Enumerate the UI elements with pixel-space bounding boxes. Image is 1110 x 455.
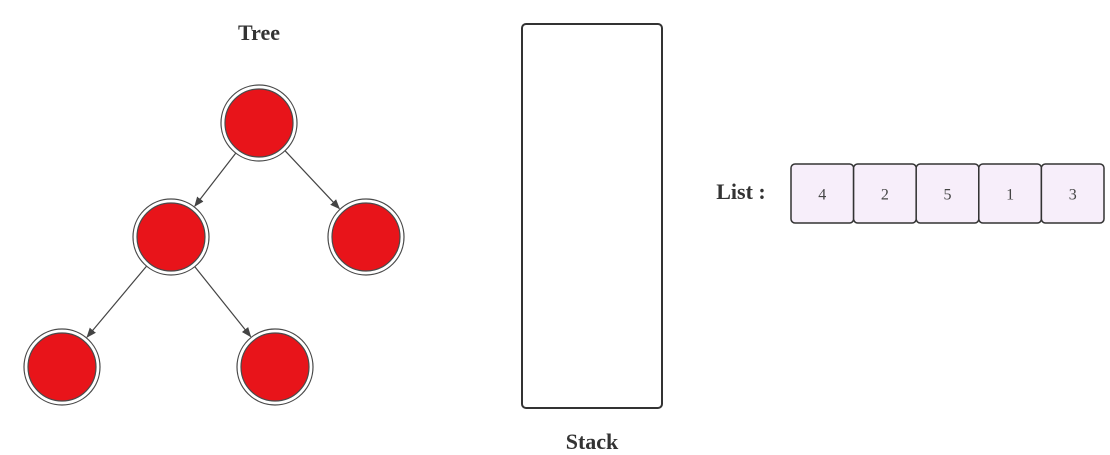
tree-node-fill (240, 332, 310, 402)
tree-node (220, 84, 298, 162)
tree-title: Tree (238, 20, 280, 45)
stack-label: Stack (566, 429, 619, 454)
list-cell-value: 4 (818, 187, 826, 204)
list-diagram: List : 4 2 5 1 3 (716, 163, 1105, 224)
list-cell-box (1040, 163, 1105, 224)
list-cell: 1 (978, 163, 1043, 224)
tree-node (236, 328, 314, 406)
tree-edges (86, 150, 340, 338)
stack-container (521, 23, 663, 409)
list-cell-value: 5 (944, 187, 952, 204)
list-cell-value: 3 (1069, 187, 1077, 204)
list-cell: 4 (790, 163, 855, 224)
tree-edge-arrow (284, 150, 340, 210)
list-cell: 5 (915, 163, 980, 224)
tree-node (23, 328, 101, 406)
list-cell: 3 (1040, 163, 1105, 224)
tree-nodes (23, 84, 405, 406)
list-cell: 2 (852, 163, 917, 224)
tree-edge-arrow (194, 266, 252, 338)
stack-diagram: Stack (521, 23, 663, 454)
list-label: List : (716, 179, 766, 204)
tree-node-fill (27, 332, 97, 402)
list-cells: 4 2 5 1 3 (790, 163, 1105, 224)
tree-node (327, 198, 405, 276)
tree-node-fill (136, 202, 206, 272)
tree-edge-arrow (194, 152, 237, 207)
tree-node-fill (224, 88, 294, 158)
tree-node (132, 198, 210, 276)
list-cell-value: 2 (881, 187, 889, 204)
tree-edge-arrow (86, 265, 148, 338)
list-cell-value: 1 (1006, 187, 1014, 204)
tree-diagram: Tree (23, 20, 405, 406)
tree-node-fill (331, 202, 401, 272)
